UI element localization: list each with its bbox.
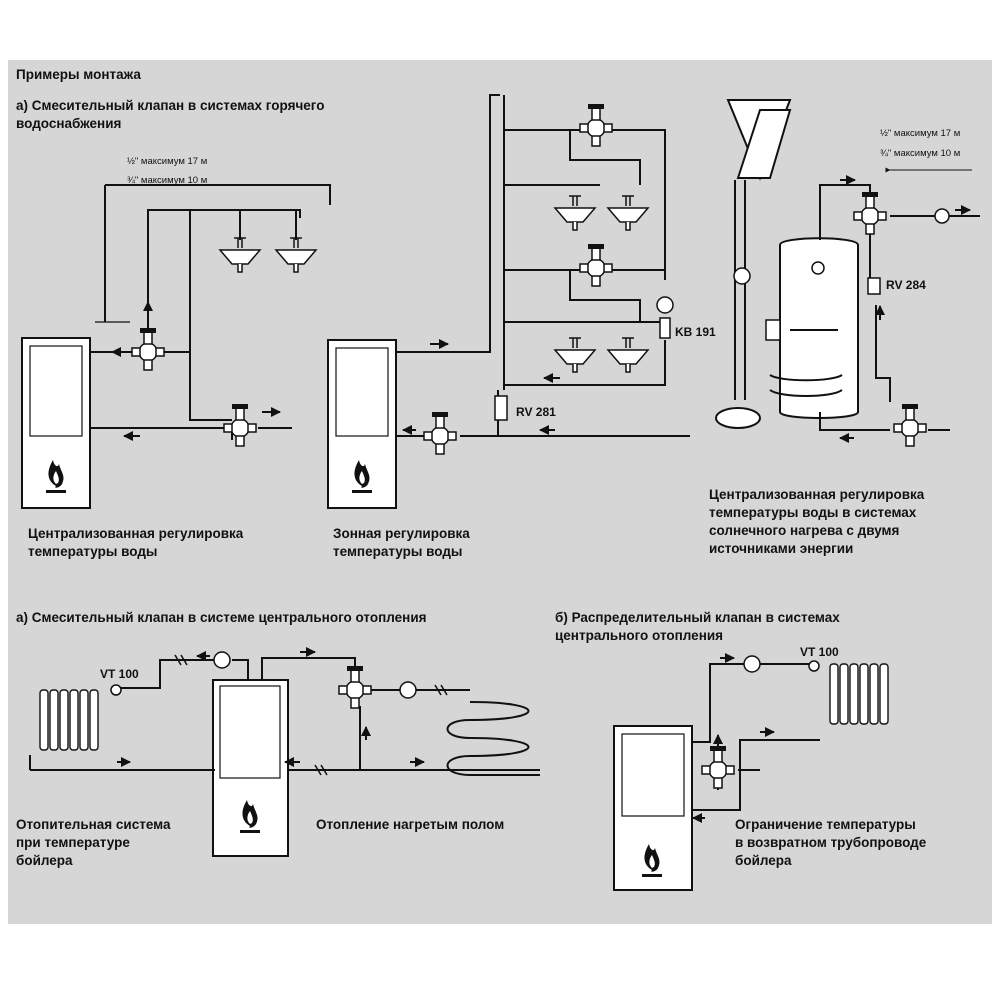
pump-4b (399, 681, 417, 699)
sink-2a (554, 195, 596, 231)
section-b-title: б) Распределительный клапан в системах ц… (555, 610, 840, 643)
label-kb191: KB 191 (675, 325, 716, 339)
zone-valve-b (579, 243, 613, 287)
section-a2-title: а) Смесительный клапан в системе централ… (16, 610, 427, 625)
pump-4 (213, 651, 231, 669)
pump-5 (743, 655, 761, 673)
radiator-1 (39, 689, 99, 751)
caption-solar: Централизованная регулировка температуры… (709, 487, 925, 556)
label-vt100-left: VT 100 (100, 667, 139, 681)
page-heading: Примеры монтажа (16, 67, 141, 82)
sink-2b (607, 195, 649, 231)
caption-floor-heating: Отопление нагретым полом (316, 817, 505, 832)
mixing-valve-1b (223, 403, 257, 447)
diagram-solar (715, 99, 980, 431)
label-rv281: RV 281 (516, 405, 556, 419)
diagram-zone (327, 94, 690, 509)
diagram-panel (8, 60, 992, 924)
sink-2d (607, 337, 649, 373)
caption-central: Централизованная регулировка температуры… (28, 526, 244, 559)
pipe-note-half-left: ½" максимум 17 м (127, 156, 208, 167)
solar-pump (733, 267, 751, 285)
caption-return-limit: Ограничение температуры в возвратном тру… (735, 817, 927, 868)
pipe-note-threeq-left: ¾" максимум 10 м (127, 175, 208, 186)
section-a1-title: а) Смесительный клапан в системах горяче… (16, 98, 325, 131)
zone-mixing-valve (423, 411, 457, 455)
sink-2c (554, 337, 596, 373)
solar-valve-b (893, 403, 927, 447)
sink-1b (275, 237, 317, 273)
solar-mixing-valve (853, 191, 887, 235)
sink-1a (219, 237, 261, 273)
radiator-2 (829, 663, 889, 725)
caption-boiler-temp: Отопительная система при температуре бой… (16, 817, 171, 868)
mixing-valve-1 (131, 327, 165, 371)
caption-zone: Зонная регулировка температуры воды (333, 526, 470, 559)
pipe-note-half-right: ½" максимум 17 м (880, 128, 961, 139)
label-rv284: RV 284 (886, 278, 926, 292)
pump-2 (656, 296, 674, 314)
label-vt100-right: VT 100 (800, 645, 839, 659)
zone-valve-a (579, 103, 613, 147)
heating-mixing-valve (338, 665, 372, 709)
pipe-note-threeq-right: ¾" максимум 10 м (880, 148, 961, 159)
diagram-central-hot-water (21, 184, 331, 509)
distribution-valve (701, 745, 735, 789)
